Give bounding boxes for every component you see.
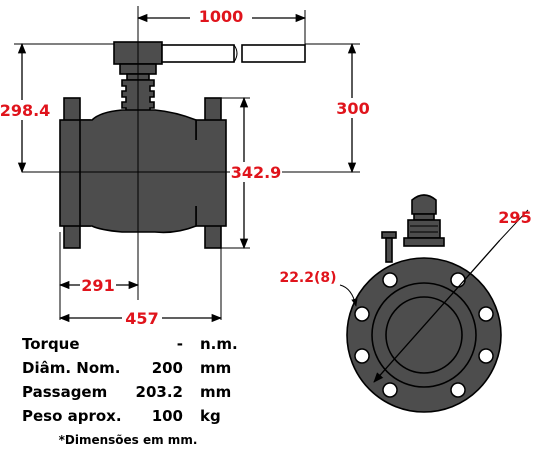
dim-handle-length: 1000 (199, 7, 244, 26)
spec-label-nominal-diameter: Diâm. Nom. (22, 359, 120, 377)
dim-half-length: 291 (81, 276, 114, 295)
bolt-holes (354, 272, 494, 398)
dim-bolt-holes: 22.2(8) (279, 270, 336, 286)
spec-label-passage: Passagem (22, 383, 107, 401)
spec-unit-nominal-diameter: mm (200, 359, 231, 377)
spec-table: Torque - n.m. Diâm. Nom. 200 mm Passagem… (22, 335, 238, 447)
spec-label-weight: Peso aprox. (22, 407, 122, 425)
spec-unit-weight: kg (200, 407, 221, 425)
dim-centerline-width: 342.9 (231, 163, 282, 182)
spec-value-torque: - (177, 335, 183, 353)
spec-unit-passage: mm (200, 383, 231, 401)
spec-value-weight: 100 (152, 407, 183, 425)
dimensions-note: *Dimensões em mm. (59, 433, 198, 447)
dim-height-right: 300 (336, 99, 369, 118)
spec-unit-torque: n.m. (200, 335, 238, 353)
front-view: 295 22.2(8) (279, 194, 532, 413)
spec-value-passage: 203.2 (136, 383, 183, 401)
front-stem (381, 194, 445, 263)
dim-face-to-face: 457 (125, 309, 158, 328)
dim-height-left: 298.4 (0, 101, 50, 120)
valve-body (59, 97, 227, 249)
spec-label-torque: Torque (22, 335, 80, 353)
spec-value-nominal-diameter: 200 (152, 359, 183, 377)
dim-flange-diameter: 295 (498, 208, 531, 227)
side-view: 1000 298.4 300 342.9 291 457 (0, 5, 374, 328)
handle-lever (113, 41, 306, 65)
